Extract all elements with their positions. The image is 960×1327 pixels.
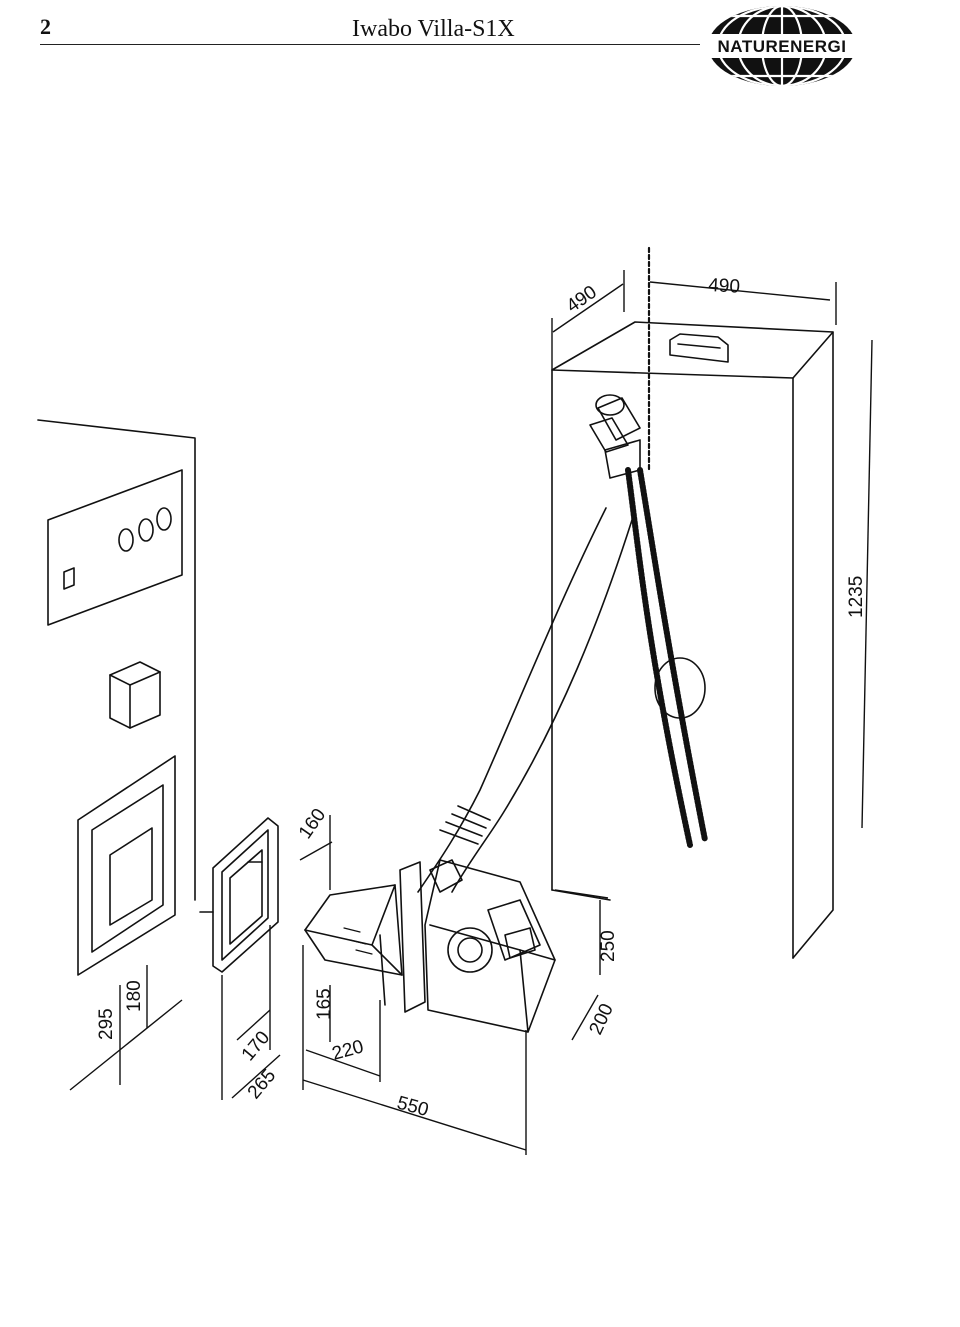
spring-auger xyxy=(625,467,708,848)
boiler-front xyxy=(37,419,196,976)
dim-flange-width: 170 xyxy=(238,1027,274,1065)
document-title: Iwabo Villa-S1X xyxy=(352,16,515,42)
logo-text: NATURENERGI xyxy=(718,37,847,56)
page-number: 2 xyxy=(40,14,51,39)
dim-burner-height: 250 xyxy=(598,930,619,962)
dim-hopper-width: 490 xyxy=(708,275,741,298)
dim-boiler-opening-height: 295 xyxy=(96,1008,117,1040)
dimension-labels: 490 490 1235 160 250 200 165 220 550 170… xyxy=(96,275,867,1121)
mounting-flange xyxy=(199,817,279,973)
dim-burner-tube-depth: 160 xyxy=(295,805,330,843)
dim-hopper-height: 1235 xyxy=(846,576,867,618)
dim-tube-height: 165 xyxy=(314,988,335,1020)
pellet-hopper xyxy=(551,246,834,959)
dim-tube-length: 220 xyxy=(330,1036,366,1064)
auger-motor xyxy=(589,394,641,479)
dim-opening-height: 180 xyxy=(124,980,145,1012)
dim-flange-total-width: 265 xyxy=(244,1065,280,1103)
header-rule xyxy=(40,44,700,45)
feed-hose xyxy=(417,507,633,893)
dim-burner-body-depth: 200 xyxy=(585,1001,617,1039)
dim-burner-total-length: 550 xyxy=(395,1093,431,1121)
dimension-lines xyxy=(69,270,873,1155)
dim-hopper-depth: 490 xyxy=(563,282,601,317)
naturenergi-logo: NATURENERGI xyxy=(706,6,858,86)
burner-unit xyxy=(304,859,556,1033)
